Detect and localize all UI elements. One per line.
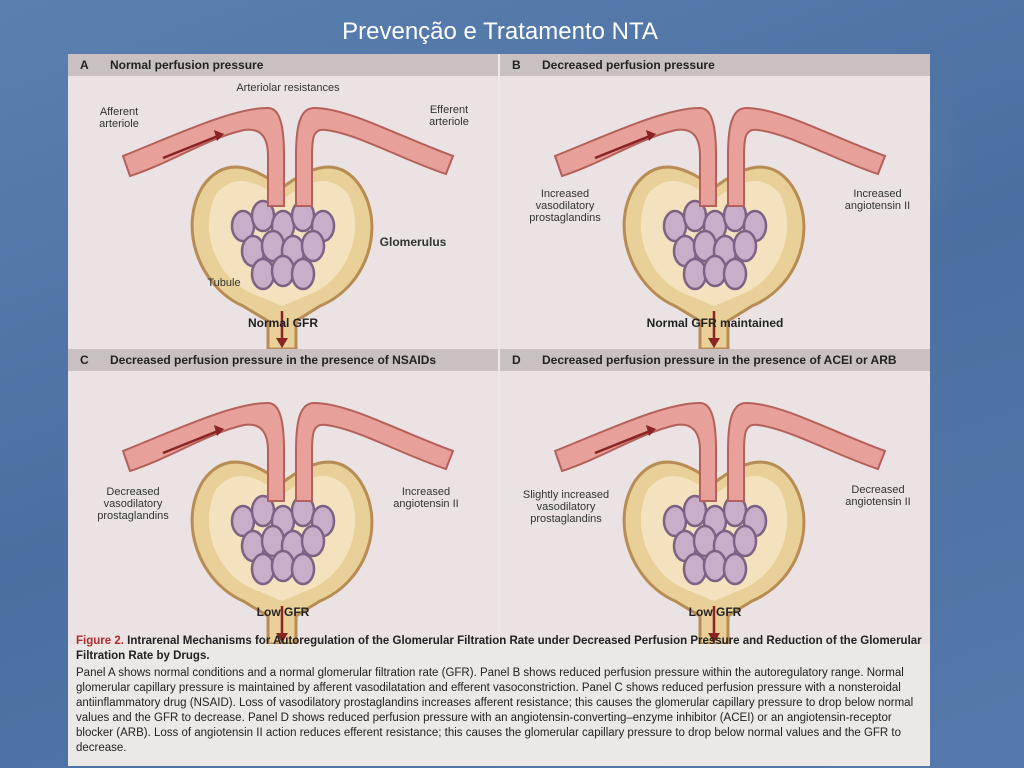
capillary-loop	[270, 549, 296, 583]
outcome-label: Normal GFR	[247, 316, 318, 330]
capillary-loop	[270, 254, 296, 288]
panel-d: D Decreased perfusion pressure in the pr…	[500, 349, 930, 644]
efferent-arteriole	[727, 106, 887, 207]
arrow-head	[276, 338, 288, 348]
glomerulus-illustration	[121, 106, 455, 349]
panel-b: B Decreased perfusion pressure Increased…	[500, 54, 930, 349]
panel-header: B Decreased perfusion pressure	[500, 54, 930, 76]
capillary-loop	[702, 254, 728, 288]
label-efferent-arteriole: Efferent arteriole	[429, 104, 469, 128]
efferent-arteriole	[295, 106, 455, 207]
caption-title-text: Intrarenal Mechanisms for Autoregulation…	[76, 635, 922, 662]
outcome-label: Low GFR	[688, 605, 742, 619]
arrow-head	[214, 425, 224, 436]
outcome-label: Normal GFR maintained	[646, 316, 784, 330]
label-right: Increased angiotensin II	[844, 188, 911, 212]
arrow-head	[646, 130, 656, 141]
capillary-loop	[300, 229, 326, 263]
inflow-arrow	[594, 134, 651, 160]
capillary-loop	[702, 549, 728, 583]
afferent-arteriole	[553, 106, 717, 207]
outcome-label: Low GFR	[256, 605, 310, 619]
afferent-arteriole	[121, 106, 285, 207]
label-arteriolar-resistances: Arteriolar resistances	[236, 82, 340, 94]
capillary-loop	[682, 257, 708, 291]
panel-heading: Decreased perfusion pressure in the pres…	[110, 353, 437, 367]
panel-letter: C	[80, 353, 89, 367]
efferent-arteriole	[727, 401, 887, 502]
capillary-loop	[722, 257, 748, 291]
afferent-arteriole	[553, 401, 717, 502]
capillary-loop	[300, 524, 326, 558]
arrow-head	[708, 338, 720, 348]
capillary-loop	[732, 229, 758, 263]
label-left: Slightly increased vasodilatory prostagl…	[522, 489, 610, 525]
capillary-loop	[250, 257, 276, 291]
capillary-loop	[732, 524, 758, 558]
capillary-loop	[290, 552, 316, 586]
afferent-arteriole	[121, 401, 285, 502]
panel-heading: Normal perfusion pressure	[110, 58, 264, 72]
label-tubule: Tubule	[207, 277, 241, 289]
panel-header: D Decreased perfusion pressure in the pr…	[500, 349, 930, 371]
caption-figure-label: Figure 2.	[76, 635, 124, 647]
panel-letter: D	[512, 353, 521, 367]
glomerulus-illustration	[553, 106, 887, 349]
inflow-arrow	[594, 429, 651, 455]
arrow-head	[646, 425, 656, 436]
glomerulus-illustration	[121, 401, 455, 644]
efferent-arteriole	[295, 401, 455, 502]
label-glomerulus: Glomerulus	[379, 235, 447, 249]
figure-caption: Figure 2. Intrarenal Mechanisms for Auto…	[76, 634, 924, 756]
capillary-loop	[250, 552, 276, 586]
inflow-arrow	[162, 134, 219, 160]
panel-a: A Normal perfusion pressure Arteriolar r…	[68, 54, 498, 349]
label-right: Decreased angiotensin II	[845, 484, 911, 508]
panel-heading: Decreased perfusion pressure in the pres…	[542, 353, 897, 367]
glomerulus-illustration	[553, 401, 887, 644]
panel-header: A Normal perfusion pressure	[68, 54, 498, 76]
label-right: Increased angiotensin II	[393, 486, 459, 510]
label-left: Decreased vasodilatory prostaglandins	[97, 486, 169, 522]
panel-heading: Decreased perfusion pressure	[542, 58, 715, 72]
figure: A Normal perfusion pressure Arteriolar r…	[68, 54, 930, 766]
arrow-head	[214, 130, 224, 141]
capillary-loop	[722, 552, 748, 586]
caption-body: Panel A shows normal conditions and a no…	[76, 667, 914, 754]
panel-header: C Decreased perfusion pressure in the pr…	[68, 349, 498, 371]
panel-letter: B	[512, 58, 521, 72]
label-afferent-arteriole: Afferent arteriole	[99, 106, 139, 130]
panel-letter: A	[80, 58, 89, 72]
capillary-loop	[682, 552, 708, 586]
label-left: Increased vasodilatory prostaglandins	[529, 188, 601, 224]
capillary-loop	[290, 257, 316, 291]
slide-title: Prevenção e Tratamento NTA	[342, 18, 658, 45]
arrow-head	[276, 633, 288, 643]
caption-title: Figure 2. Intrarenal Mechanisms for Auto…	[76, 634, 924, 664]
arrow-head	[708, 633, 720, 643]
inflow-arrow	[162, 429, 219, 455]
panel-c: C Decreased perfusion pressure in the pr…	[68, 349, 498, 644]
